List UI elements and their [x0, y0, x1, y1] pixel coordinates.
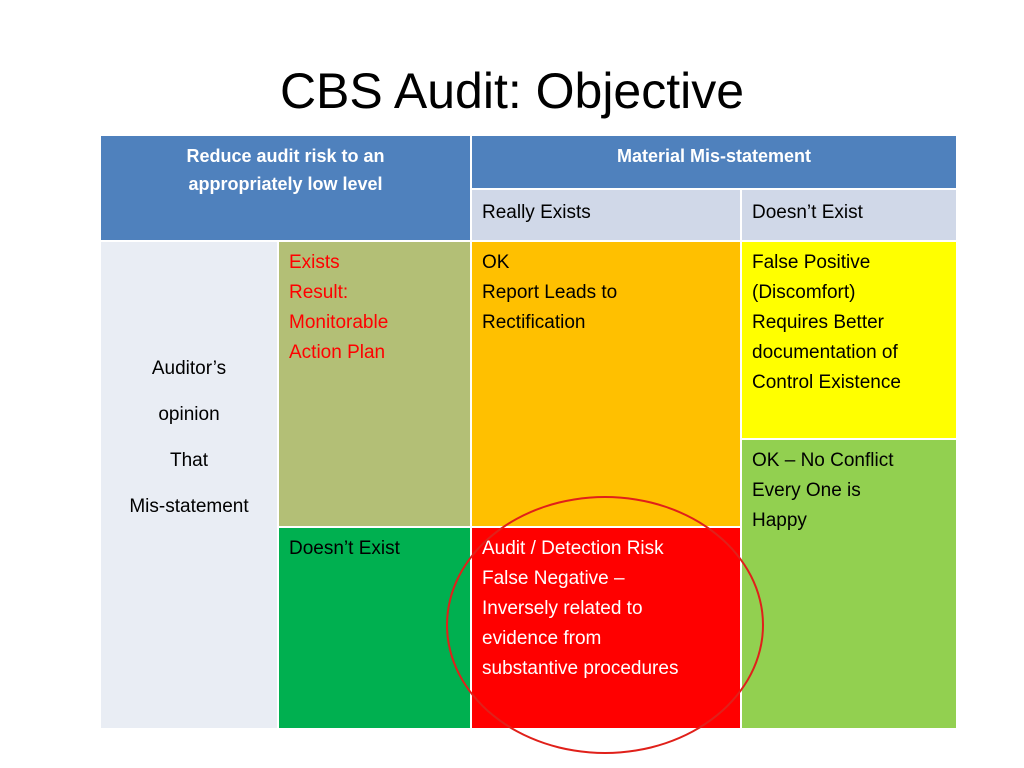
cell-exists-doesnt-line-3: Requires Better: [752, 312, 885, 333]
cell-exists-doesnt-line-2: (Discomfort): [752, 282, 856, 303]
cell-doesnt-really-line-4: evidence from: [482, 628, 602, 649]
cell-exists-doesnt-line-1: False Positive: [752, 252, 871, 273]
column-header-doesnt-exist: Doesn’t Exist: [742, 190, 956, 240]
slide-title: CBS Audit: Objective: [279, 63, 745, 119]
cell-doesnt-really-line-3: Inversely related to: [482, 598, 643, 619]
cell-exists-doesnt-line-4: documentation of: [752, 342, 898, 363]
row-group-label: Auditor’s opinion That Mis-statement: [101, 242, 277, 728]
cell-doesnt-really-line-1: Audit / Detection Risk: [482, 538, 664, 559]
row-group-label-line-4: Mis-statement: [129, 496, 249, 517]
cell-doesnt-doesnt-line-3: Happy: [752, 510, 807, 531]
cell-doesnt-doesnt-line-1: OK – No Conflict: [752, 450, 894, 471]
cell-doesnt-exist-really-exists: Audit / Detection Risk False Negative – …: [472, 528, 740, 728]
row-label-exists-line-3: Monitorable: [289, 312, 389, 333]
row-group-label-line-1: Auditor’s: [151, 358, 227, 379]
cell-exists-really-line-3: Rectification: [482, 312, 586, 333]
column-header-really-exists: Really Exists: [472, 190, 740, 240]
row-label-doesnt-exist: Doesn’t Exist: [279, 528, 470, 728]
cell-exists-doesnt-exist: False Positive (Discomfort) Requires Bet…: [742, 242, 956, 438]
column-group-header-text: Material Mis-statement: [616, 146, 812, 166]
row-label-doesnt-exist-text: Doesn’t Exist: [289, 538, 400, 559]
row-group-label-line-3: That: [169, 450, 209, 471]
column-header-really-exists-text: Really Exists: [482, 202, 591, 223]
cell-doesnt-really-line-5: substantive procedures: [482, 658, 679, 679]
row-group-label-line-2: opinion: [158, 404, 220, 425]
column-group-header: Material Mis-statement: [472, 136, 956, 188]
row-label-exists: Exists Result: Monitorable Action Plan: [279, 242, 470, 526]
cell-exists-doesnt-line-5: Control Existence: [752, 372, 901, 393]
cell-exists-really-line-2: Report Leads to: [482, 282, 618, 303]
cell-exists-really-exists: OK Report Leads to Rectification: [472, 242, 740, 526]
row-label-exists-line-4: Action Plan: [289, 342, 386, 363]
cell-doesnt-exist-doesnt-exist: OK – No Conflict Every One is Happy: [742, 440, 956, 728]
column-header-doesnt-exist-text: Doesn’t Exist: [752, 202, 863, 223]
cell-doesnt-doesnt-line-2: Every One is: [752, 480, 861, 501]
corner-header-text: Reduce audit risk to an appropriately lo…: [186, 146, 385, 194]
cell-doesnt-really-line-2: False Negative –: [482, 568, 625, 589]
row-label-exists-line-1: Exists: [289, 252, 340, 273]
corner-header: Reduce audit risk to an appropriately lo…: [101, 136, 470, 240]
cell-exists-really-line-1: OK: [482, 252, 510, 273]
row-label-exists-line-2: Result:: [289, 282, 349, 303]
